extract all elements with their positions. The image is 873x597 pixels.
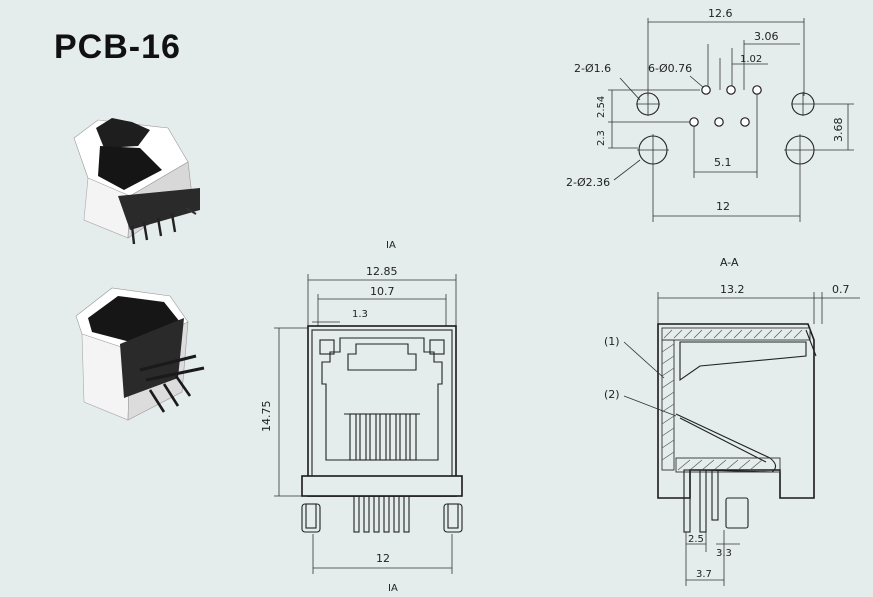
dim-pin-offset: 3.06 [754, 30, 779, 43]
dim-row-pitch-a: 2.54 [596, 96, 607, 118]
rj45-jack-photo-rear [75, 287, 205, 421]
callout-1: (1) [604, 335, 620, 348]
dim-pin-spacing-c: 3.7 [696, 569, 712, 580]
dim-hole-height: 3.68 [832, 118, 845, 143]
dim-depth: 13.2 [720, 283, 745, 296]
front-view: IA 12.85 10.7 1.3 14.75 [260, 240, 463, 594]
section-marker-top: IA [386, 240, 396, 251]
footprint-view: 12.6 3.06 1.02 2-Ø1.6 6-Ø0.76 [566, 7, 854, 269]
dim-pin-span: 12 [376, 552, 390, 565]
dim-pin-pitch: 1.02 [740, 54, 762, 65]
label-mount-holes-small: 2-Ø1.6 [574, 62, 611, 75]
dim-latch-width: 1.3 [352, 309, 368, 320]
label-signal-holes: 6-Ø0.76 [648, 62, 692, 75]
dim-bottom-span: 12 [716, 200, 730, 213]
section-marker-bottom: IA [388, 583, 398, 594]
rj45-jack-photo-front [73, 118, 200, 245]
dim-row-width: 5.1 [714, 156, 732, 169]
label-mount-holes-large: 2-Ø2.36 [566, 176, 610, 189]
side-view: 13.2 0.7 (1) (2) [604, 283, 860, 586]
dim-row-pitch-b: 2.3 [596, 130, 607, 146]
callout-2: (2) [604, 388, 620, 401]
page-title: PCB-16 [54, 28, 181, 66]
dim-width-outer: 12.85 [366, 265, 398, 278]
dim-offset: 0.7 [832, 283, 850, 296]
dim-pin-spacing-a: 2.5 [688, 534, 704, 545]
dim-overall-span: 12.6 [708, 7, 733, 20]
section-label: A-A [720, 256, 739, 269]
dim-width-inner: 10.7 [370, 285, 395, 298]
dim-height: 14.75 [260, 401, 273, 433]
